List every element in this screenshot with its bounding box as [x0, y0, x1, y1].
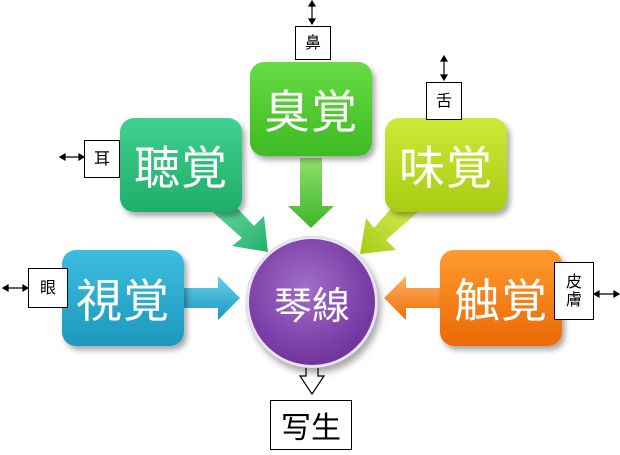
- hearing-box: 聴覚: [120, 118, 242, 212]
- touch-box: 触覚: [440, 250, 562, 346]
- organ-label-skin-char: 皮: [565, 272, 582, 292]
- touch-arrow: [384, 276, 442, 320]
- sight-arrow: [184, 276, 240, 320]
- smell-box: 臭覚: [250, 62, 372, 156]
- organ-label-skin: 皮膚: [554, 262, 594, 320]
- organ-label-ear: 耳: [84, 140, 120, 178]
- taste-box: 味覚: [385, 118, 507, 212]
- double-arrow-icon: [1, 0, 620, 299]
- organ-label-eye: 眼: [28, 268, 68, 308]
- center-circle: 琴線: [246, 236, 378, 368]
- output-box: 写生: [270, 400, 352, 450]
- organ-label-tongue: 舌: [426, 82, 462, 120]
- organ-label-skin-char: 膚: [565, 290, 582, 309]
- sight-box: 視覚: [62, 250, 184, 346]
- organ-label-nose: 鼻: [295, 26, 331, 60]
- smell-arrow: [288, 158, 334, 228]
